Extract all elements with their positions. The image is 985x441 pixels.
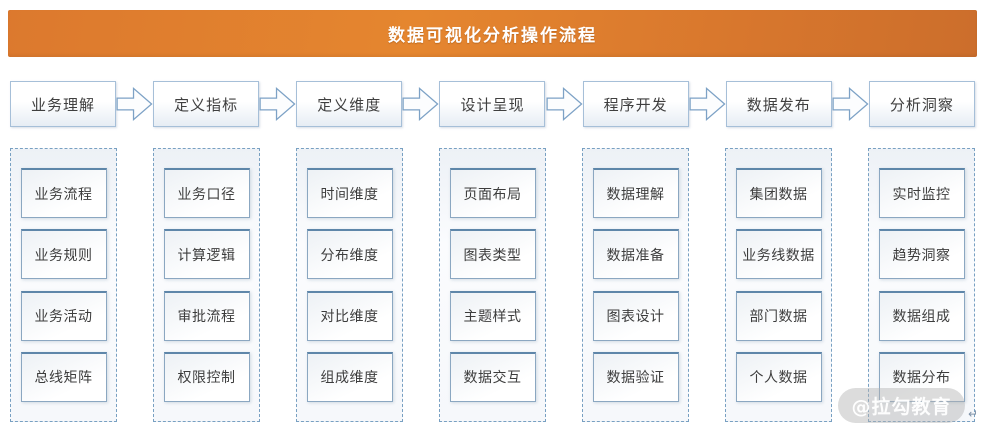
detail-column: 集团数据业务线数据部门数据个人数据 [725,148,832,422]
detail-card: 组成维度 [306,351,393,402]
detail-card: 业务规则 [20,229,107,280]
detail-card-label: 趋势洞察 [892,247,951,264]
detail-card: 审批流程 [163,290,250,341]
detail-card: 数据分布 [878,351,965,402]
flow-arrow-icon [546,86,583,122]
detail-card-label: 业务线数据 [742,247,815,264]
detail-card-label: 数据准备 [606,247,665,264]
detail-card-label: 数据组成 [892,309,951,326]
detail-card: 计算逻辑 [163,229,250,280]
detail-card-label: 数据交互 [463,370,522,387]
detail-card: 趋势洞察 [878,229,965,280]
flow-step-box: 分析洞察 [868,81,975,127]
detail-card-label: 权限控制 [177,370,236,387]
flow-step-label: 数据发布 [746,95,811,114]
detail-card: 时间维度 [306,168,393,219]
detail-card: 权限控制 [163,351,250,402]
detail-card-label: 数据理解 [606,186,665,203]
flow-step-box: 数据发布 [725,81,832,127]
detail-card-label: 业务规则 [34,247,93,264]
detail-columns: 业务流程业务规则业务活动总线矩阵业务口径计算逻辑审批流程权限控制时间维度分布维度… [10,148,975,422]
detail-card-label: 对比维度 [320,309,379,326]
detail-card-label: 计算逻辑 [177,247,236,264]
flow-arrow-icon [689,86,726,122]
paragraph-return-mark: ↵ [968,407,979,421]
detail-card-label: 业务口径 [177,186,236,203]
flow-arrow-icon [116,86,153,122]
detail-card: 数据准备 [592,229,679,280]
flow-step-box: 定义指标 [153,81,260,127]
detail-card-label: 数据分布 [892,370,951,387]
flow-step-box: 业务理解 [10,81,116,127]
detail-card: 部门数据 [735,290,822,341]
detail-card: 业务流程 [20,168,107,219]
detail-column: 页面布局图表类型主题样式数据交互 [439,148,546,422]
detail-card: 分布维度 [306,229,393,280]
detail-card-label: 分布维度 [320,247,379,264]
page-title: 数据可视化分析操作流程 [388,26,597,46]
watermark-text: @拉勾教育 [851,396,952,418]
detail-card: 主题样式 [449,290,536,341]
detail-card-label: 图表设计 [606,309,665,326]
detail-card: 数据理解 [592,168,679,219]
detail-card: 数据验证 [592,351,679,402]
detail-card-label: 业务流程 [34,186,93,203]
detail-card-label: 数据验证 [606,370,665,387]
flow-step-label: 分析洞察 [889,95,954,114]
detail-card-label: 审批流程 [177,309,236,326]
flow-step-box: 设计呈现 [439,81,546,127]
flow-step-label: 定义指标 [174,95,239,114]
detail-card-label: 页面布局 [463,186,522,203]
detail-card: 数据交互 [449,351,536,402]
detail-card: 个人数据 [735,351,822,402]
flow-step-box: 定义维度 [296,81,403,127]
detail-card-label: 时间维度 [320,186,379,203]
detail-column: 业务口径计算逻辑审批流程权限控制 [153,148,260,422]
detail-card: 图表类型 [449,229,536,280]
flow-step-label: 业务理解 [30,95,95,114]
flow-step-box: 程序开发 [582,81,689,127]
detail-column: 实时监控趋势洞察数据组成数据分布 [868,148,975,422]
detail-card: 对比维度 [306,290,393,341]
detail-card-label: 集团数据 [749,186,808,203]
detail-card: 集团数据 [735,168,822,219]
flow-step-label: 设计呈现 [460,95,525,114]
detail-card-label: 实时监控 [892,186,951,203]
detail-card: 业务活动 [20,290,107,341]
detail-card: 数据组成 [878,290,965,341]
flow-arrow-icon [259,86,296,122]
detail-card-label: 总线矩阵 [34,370,93,387]
detail-column: 数据理解数据准备图表设计数据验证 [582,148,689,422]
detail-card-label: 图表类型 [463,247,522,264]
detail-card: 业务线数据 [735,229,822,280]
flow-arrow-icon [832,86,869,122]
title-banner: 数据可视化分析操作流程 [8,10,977,57]
detail-card: 图表设计 [592,290,679,341]
detail-card-label: 个人数据 [749,370,808,387]
flow-row: 业务理解 定义指标 定义维度 设计呈现 程序开发 数据发布 分析洞察 [10,81,975,127]
detail-card: 页面布局 [449,168,536,219]
watermark: @拉勾教育 [838,388,965,423]
flow-step-label: 定义维度 [317,95,382,114]
detail-card-label: 主题样式 [463,309,522,326]
detail-card-label: 业务活动 [34,309,93,326]
detail-card: 实时监控 [878,168,965,219]
detail-card: 总线矩阵 [20,351,107,402]
detail-card-label: 部门数据 [749,309,808,326]
flow-step-label: 程序开发 [603,95,668,114]
detail-card: 业务口径 [163,168,250,219]
detail-column: 时间维度分布维度对比维度组成维度 [296,148,403,422]
flow-arrow-icon [402,86,439,122]
detail-card-label: 组成维度 [320,370,379,387]
detail-column: 业务流程业务规则业务活动总线矩阵 [10,148,117,422]
